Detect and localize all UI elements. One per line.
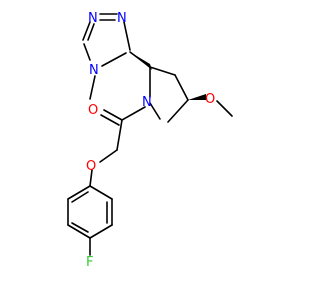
- bond: [216, 100, 233, 117]
- bond: [89, 224, 113, 239]
- structure-canvas: N N N N O O O F: [67, 11, 233, 270]
- bond: [99, 149, 118, 163]
- bond: [149, 66, 176, 76]
- atom-label-triazole-n1: N: [88, 11, 98, 26]
- atom-label-triazole-n4: N: [89, 63, 99, 78]
- fluorophenyl-ring: [67, 185, 113, 239]
- wedge-bond: [188, 94, 206, 100]
- bond: [71, 222, 89, 233]
- bond: [149, 102, 161, 120]
- bond: [89, 75, 96, 100]
- bond: [89, 169, 93, 187]
- bond: [129, 51, 151, 68]
- bond: [67, 224, 91, 239]
- atom-label-methoxy-o: O: [205, 92, 215, 107]
- bond: [167, 99, 189, 123]
- bond: [121, 106, 146, 121]
- atom-label-ether-o: O: [86, 159, 96, 174]
- atom-label-carbonyl-o: O: [88, 103, 98, 118]
- bond: [116, 119, 123, 151]
- bond: [123, 21, 131, 51]
- bond: [87, 23, 95, 41]
- bond: [103, 109, 123, 121]
- bond: [89, 185, 113, 200]
- atom-label-triazole-n2: N: [117, 11, 127, 26]
- pyrrolidine-ring: [149, 66, 189, 123]
- bond: [71, 191, 89, 203]
- bond: [174, 74, 189, 101]
- bond: [67, 185, 91, 200]
- triazole-ring: [82, 13, 131, 67]
- bond: [83, 43, 91, 61]
- atom-label-fluorine: F: [86, 255, 93, 270]
- atom-label-pyrrolidine-n: N: [142, 95, 152, 110]
- bond: [100, 114, 120, 126]
- bond: [82, 21, 91, 41]
- molecule-structure: N N N N O O O F: [67, 11, 233, 270]
- bond: [101, 52, 127, 67]
